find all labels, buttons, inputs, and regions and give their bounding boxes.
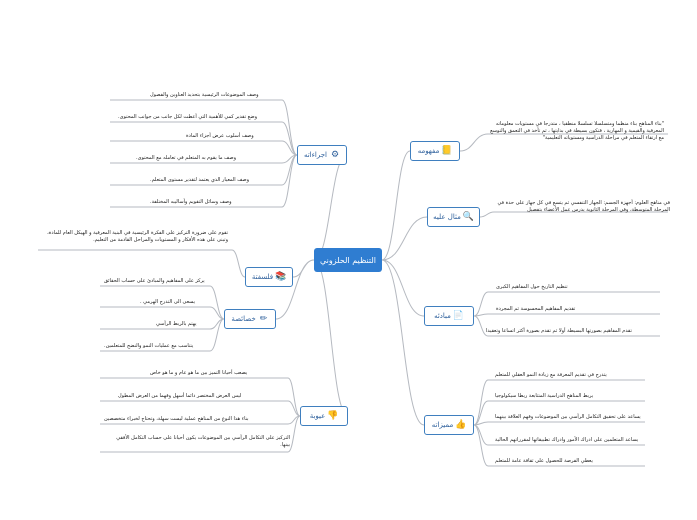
link-advantages-leaf-0 bbox=[473, 379, 489, 426]
leaf-principles-2: تقدم المفاهيم بصورتها البسيطة أولا ثم تق… bbox=[486, 328, 632, 334]
leaf-philosophy-0: تقوم على ضرورة التركيز على الفكرة الرئيس… bbox=[47, 230, 228, 243]
link-root-principles bbox=[381, 259, 425, 317]
leaf-advantages-4: يعطي الفرصة للحصول على ثقافة عامة للمتعل… bbox=[495, 458, 593, 464]
leaf-advantages-1: يربط المناهج الدراسية المتتابعة ربطا سيك… bbox=[495, 393, 594, 399]
leaf-disadvantages-2: بناء هذا النوع من المناهج عملية ليست سهل… bbox=[104, 416, 249, 422]
link-root-characteristics bbox=[275, 259, 315, 320]
link-procedures-leaf-0 bbox=[281, 99, 298, 156]
notebook-icon: 📒 bbox=[441, 146, 453, 156]
link-principles-leaf-2 bbox=[473, 315, 489, 337]
leaf-procedures-2: وصف أسلوب عرض أجزاء المادة bbox=[186, 133, 254, 139]
leaf-advantages-0: يتدرج في تقديم المعرفة مع زيادة النمو ال… bbox=[495, 372, 607, 378]
leaf-procedures-4: وصف المعيار الذي يعتمد لتقدير مستوى المت… bbox=[150, 177, 250, 183]
topic-disadvantages-label: عيوبة bbox=[309, 412, 326, 420]
topic-example[interactable]: 🔍 مثال عليه bbox=[427, 207, 480, 227]
topic-philosophy[interactable]: 📚 فلسفتة bbox=[245, 267, 293, 287]
topic-characteristics-label: خصائصة bbox=[231, 315, 256, 323]
link-disadvantages-leaf-3 bbox=[287, 415, 301, 453]
link-procedures-leaf-5 bbox=[281, 154, 298, 208]
topic-disadvantages[interactable]: 👎 عيوبة bbox=[300, 406, 348, 426]
leaf-procedures-5: وصف وسائل التقويم وأساليبه المختلفة. bbox=[150, 199, 232, 205]
pencil-icon: ✏ bbox=[259, 314, 268, 324]
leaf-characteristics-1: يسعى الى التدرج الهرمي . bbox=[140, 299, 195, 305]
leaf-example-0: في مناهج العلوم: أجهزة الجسم: الجهاز الت… bbox=[497, 200, 670, 213]
thumbs-down-icon: 👎 bbox=[327, 411, 339, 421]
leaf-principles-1: تقديم المفاهيم المحسوسة ثم المجردة bbox=[496, 306, 576, 312]
topic-concept-label: مفهومه bbox=[417, 147, 440, 155]
topic-concept[interactable]: 📒 مفهومه bbox=[410, 141, 460, 161]
topic-example-label: مثال عليه bbox=[433, 213, 461, 221]
books-icon: 📚 bbox=[274, 272, 287, 282]
link-disadvantages-leaf-0 bbox=[287, 377, 301, 417]
link-advantages-leaf-1 bbox=[473, 400, 489, 426]
link-procedures-leaf-1 bbox=[281, 121, 298, 156]
topic-advantages-label: مميزاته bbox=[431, 421, 454, 429]
topic-procedures-label: اجراءاته bbox=[303, 151, 328, 159]
leaf-characteristics-3: يتناسب مع عمليات النمو والنضج للمتعلمين. bbox=[104, 343, 194, 349]
link-advantages-leaf-4 bbox=[473, 424, 489, 467]
topic-characteristics[interactable]: ✏ خصائصة bbox=[224, 309, 276, 329]
topic-principles[interactable]: 📄 مبادئه bbox=[424, 306, 474, 326]
leaf-disadvantages-1: ليس العرض المختصر دائما أسهل وفهما من ال… bbox=[118, 393, 242, 399]
link-philosophy-leaf-0 bbox=[231, 249, 246, 278]
leaf-advantages-3: يساعد المتعلمين على ادراك الأمور وادراك … bbox=[495, 437, 639, 443]
leaf-procedures-0: وصف الموضوعات الرئيسية بتحديد العناوين و… bbox=[150, 92, 259, 98]
leaf-disadvantages-3: التركيز على التكامل الرأسي بين الموضوعات… bbox=[116, 435, 290, 448]
root-label: التنظيم الحلزوني bbox=[320, 255, 376, 265]
thumbs-up-icon: 👍 bbox=[455, 420, 467, 430]
link-concept-leaf-0 bbox=[459, 133, 489, 152]
leaf-principles-0: تنظيم التاريخ حول المفاهيم الكبرى bbox=[496, 284, 568, 290]
gears-icon: ⚙ bbox=[330, 150, 340, 160]
leaf-concept-0: "بناء المناهج بناء منظما ومتسلسلا تسلسلا… bbox=[490, 121, 664, 141]
link-disadvantages-leaf-1 bbox=[287, 400, 301, 417]
topic-philosophy-label: فلسفتة bbox=[251, 273, 274, 281]
topic-advantages[interactable]: 👍 مميزاته bbox=[424, 415, 474, 435]
leaf-disadvantages-0: يصعب أحيانا التميز بين ما هو عام و ما هو… bbox=[150, 370, 248, 376]
link-root-concept bbox=[381, 150, 411, 261]
link-root-procedures bbox=[313, 154, 348, 261]
link-characteristics-leaf-3 bbox=[209, 318, 225, 352]
leaf-characteristics-2: يهتم بالربط الرأسي bbox=[156, 321, 197, 327]
link-advantages-leaf-3 bbox=[473, 424, 489, 446]
link-root-advantages bbox=[381, 259, 425, 426]
magnifier-icon: 🔍 bbox=[462, 212, 474, 222]
leaf-advantages-2: يساعد على تحقيق التكامل الرأسي بين الموض… bbox=[495, 414, 641, 420]
root-node[interactable]: التنظيم الحلزوني bbox=[314, 248, 382, 272]
leaf-procedures-1: وضع تقدير كمي للأهمية التي أعطت لكل جانب… bbox=[118, 114, 258, 120]
link-characteristics-leaf-0 bbox=[209, 285, 225, 320]
link-principles-leaf-0 bbox=[473, 291, 489, 317]
link-characteristics-leaf-1 bbox=[209, 306, 225, 320]
link-root-example bbox=[381, 216, 428, 261]
leaf-procedures-3: وصف ما يقوم به المتعلم في تعامله مع المح… bbox=[136, 155, 236, 161]
link-example-leaf-0 bbox=[479, 211, 495, 218]
topic-procedures[interactable]: ⚙ اجراءاته bbox=[297, 145, 347, 165]
link-procedures-leaf-2 bbox=[281, 140, 298, 156]
document-icon: 📄 bbox=[452, 311, 464, 321]
leaf-characteristics-0: يركز على المفاهيم والمبادئ على حساب الحق… bbox=[104, 278, 205, 284]
topic-principles-label: مبادئه bbox=[434, 312, 451, 320]
link-root-disadvantages bbox=[313, 259, 349, 417]
